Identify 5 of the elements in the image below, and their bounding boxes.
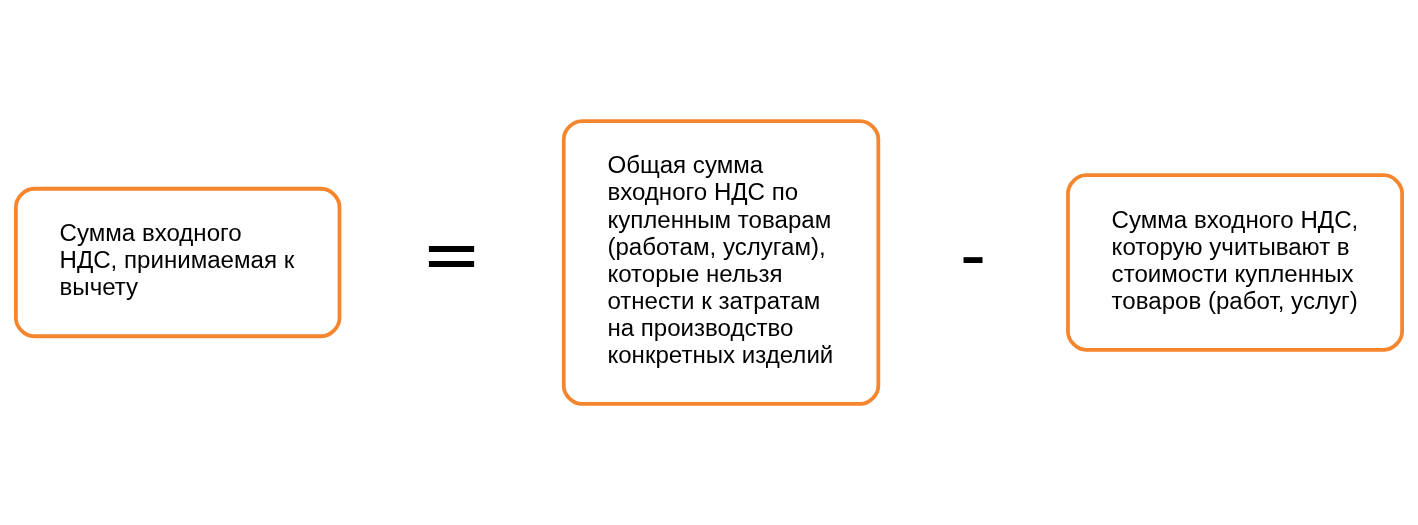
label: - [960, 213, 987, 298]
label: = [421, 213, 482, 298]
node-box: Сумма входного НДС, принимаемая к вычету [14, 186, 342, 339]
node-box: Общая сумма входного НДС по купленным товарам (работам, услугам), которые нельзя отнести к затратам на производство конкретных изделий [561, 119, 881, 406]
node-box: Сумма входного НДС, которую учитывают в стоимости купленных товаров (работ, услуг) [1066, 173, 1404, 352]
